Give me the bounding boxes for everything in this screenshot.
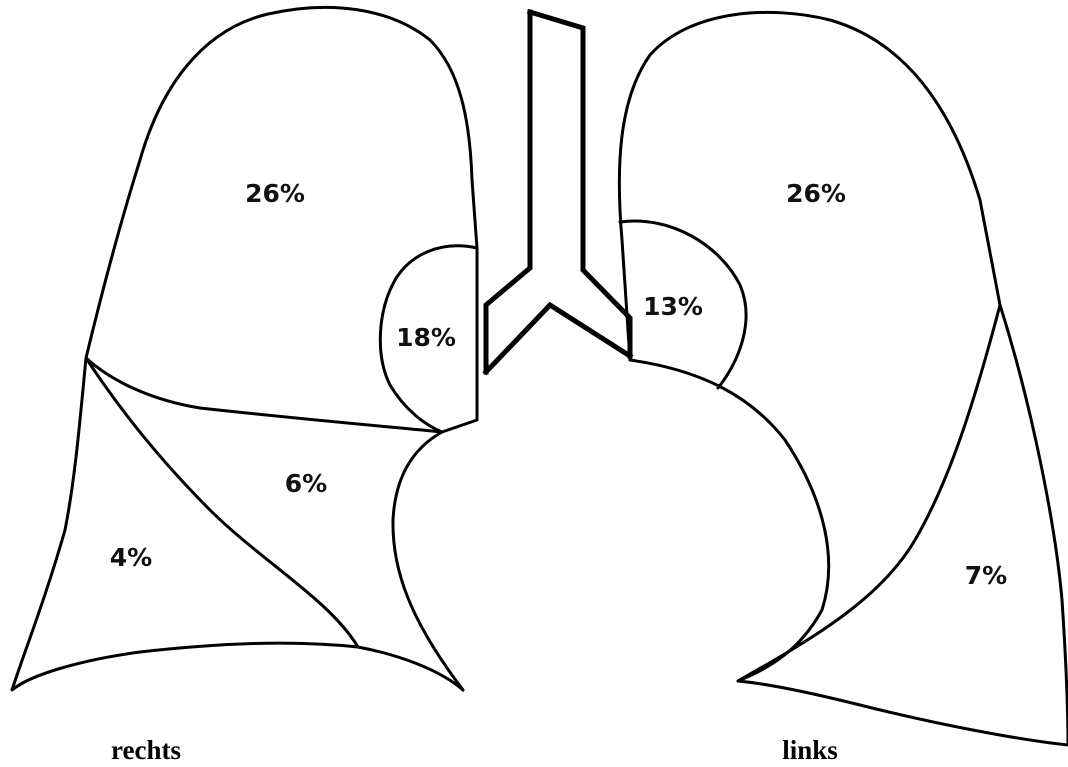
trachea-outer-right	[530, 12, 630, 356]
right-middle-percent: 6%	[285, 469, 327, 498]
left-hilar-percent: 13%	[643, 292, 703, 321]
right-upper-lobe	[86, 7, 477, 432]
right-lower-lobe	[12, 358, 463, 690]
left-lower-lobe	[738, 305, 1068, 745]
right-hilar-percent: 18%	[396, 323, 456, 352]
trachea-outer	[486, 12, 530, 372]
left-lower-percent: 7%	[965, 561, 1007, 590]
right-lower-percent: 4%	[110, 543, 152, 572]
left-upper-percent: 26%	[786, 179, 846, 208]
right-mediastinal-border	[393, 432, 463, 690]
left-lung	[619, 12, 1068, 745]
left-oblique-fissure	[738, 305, 1000, 681]
right-upper-percent: 26%	[245, 179, 305, 208]
trachea	[486, 12, 630, 372]
right-oblique-fissure	[86, 358, 358, 647]
right-horizontal-fissure	[86, 358, 442, 432]
left-side-label: links	[782, 735, 838, 765]
right-side-label: rechts	[111, 735, 181, 765]
bronchi-carina	[486, 305, 630, 372]
heart-border	[630, 360, 829, 681]
